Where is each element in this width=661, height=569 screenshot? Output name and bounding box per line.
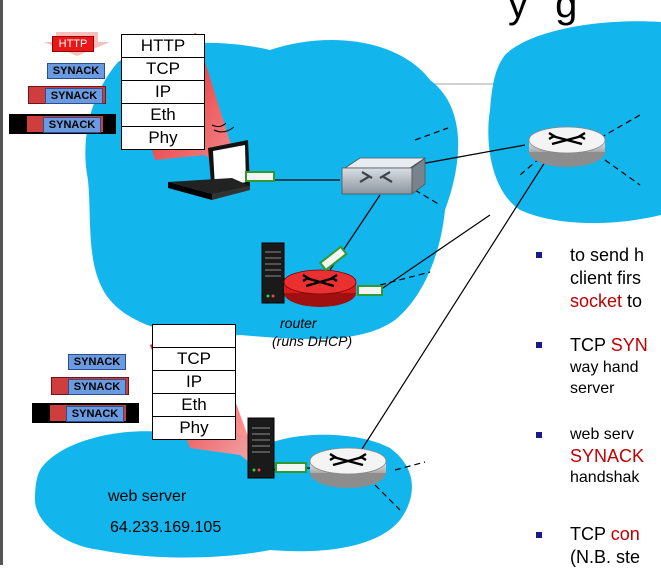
server-synack-eth-frame: SYNACK [32, 403, 139, 423]
bullet-4-line1: TCP [570, 524, 611, 544]
layer-eth: Eth [122, 104, 204, 127]
bullet-2-line3: server [570, 380, 615, 397]
bullet-3: web serv SYNACK handshak [570, 424, 644, 488]
server-synack-ip-datagram: SYNACK [51, 377, 129, 395]
bullet-3-line2-red: SYNACK [570, 446, 645, 466]
synack-label: SYNACK [45, 88, 103, 104]
isp-router-icon [528, 126, 606, 167]
synack-label: SYNACK [43, 117, 101, 133]
bullet-1-line3: to [622, 291, 643, 311]
server-protocol-stack: TCP IP Eth Phy [152, 324, 236, 440]
link-server-router-isp [354, 161, 546, 461]
layer-ip: IP [153, 371, 235, 394]
layer-phy: Phy [148, 128, 178, 147]
bullet-2-line2: way hand [570, 359, 639, 376]
bullet-marker [536, 252, 542, 258]
server-router-icon [309, 447, 387, 488]
bullet-3-line1: web serv [570, 426, 635, 443]
isp-network-cloud [488, 21, 661, 224]
bullet-2: TCP SYN way hand server [570, 334, 648, 399]
router-label-line1: router [280, 315, 317, 331]
web-server-ip: 64.233.169.105 [110, 519, 222, 536]
bullet-1-line3-red: socket [570, 291, 623, 311]
bullet-marker [536, 532, 542, 538]
synack-label: SYNACK [68, 379, 126, 395]
bullet-marker [536, 342, 542, 348]
layer-app-empty [153, 325, 235, 348]
dhcp-server-tower-icon [261, 242, 285, 304]
server-synack-segment: SYNACK [68, 354, 126, 370]
layer-http: HTTP [122, 35, 204, 58]
bullet-1: to send h client firs socket to [570, 244, 644, 313]
bullet-1-line1: to send h [570, 245, 645, 265]
synack-ip-datagram: SYNACK [28, 86, 106, 104]
bullet-3-line3: handshak [570, 469, 640, 486]
http-packet: HTTP [52, 36, 94, 52]
switch-icon [341, 157, 427, 195]
layer-ip: IP [122, 81, 204, 104]
router-label: router (runs DHCP) [272, 314, 352, 350]
link-router-isp [379, 214, 491, 291]
bullet-2-line1: TCP [570, 335, 611, 355]
bullet-4: TCP con (N.B. ste [570, 523, 640, 569]
layer-tcp: TCP [122, 58, 204, 81]
router-label-line2: (runs DHCP) [272, 333, 353, 349]
web-server-label: web server [108, 488, 187, 505]
slide-title-fragment: y g [508, 0, 586, 26]
client-protocol-stack: HTTP TCP IP Eth Phy [121, 34, 205, 150]
synack-label: SYNACK [66, 406, 124, 422]
bullet-2-line1-red: SYN [610, 335, 648, 355]
layer-phy: Phy [179, 418, 209, 437]
layer-tcp: TCP [153, 348, 235, 371]
web-server-tower-icon [247, 417, 307, 479]
slide-left-border [0, 0, 3, 565]
bullet-4-line2: (N.B. ste [570, 547, 641, 567]
bullet-4-line1-red: con [610, 524, 640, 544]
laptop-icon [168, 122, 275, 200]
bullet-marker [536, 432, 542, 438]
bullet-1-line2: client firs [570, 268, 642, 288]
layer-eth: Eth [153, 394, 235, 417]
synack-eth-frame: SYNACK [9, 114, 116, 134]
red-router-icon [283, 245, 383, 307]
synack-segment: SYNACK [47, 63, 105, 79]
link-switch-isp [414, 144, 526, 166]
